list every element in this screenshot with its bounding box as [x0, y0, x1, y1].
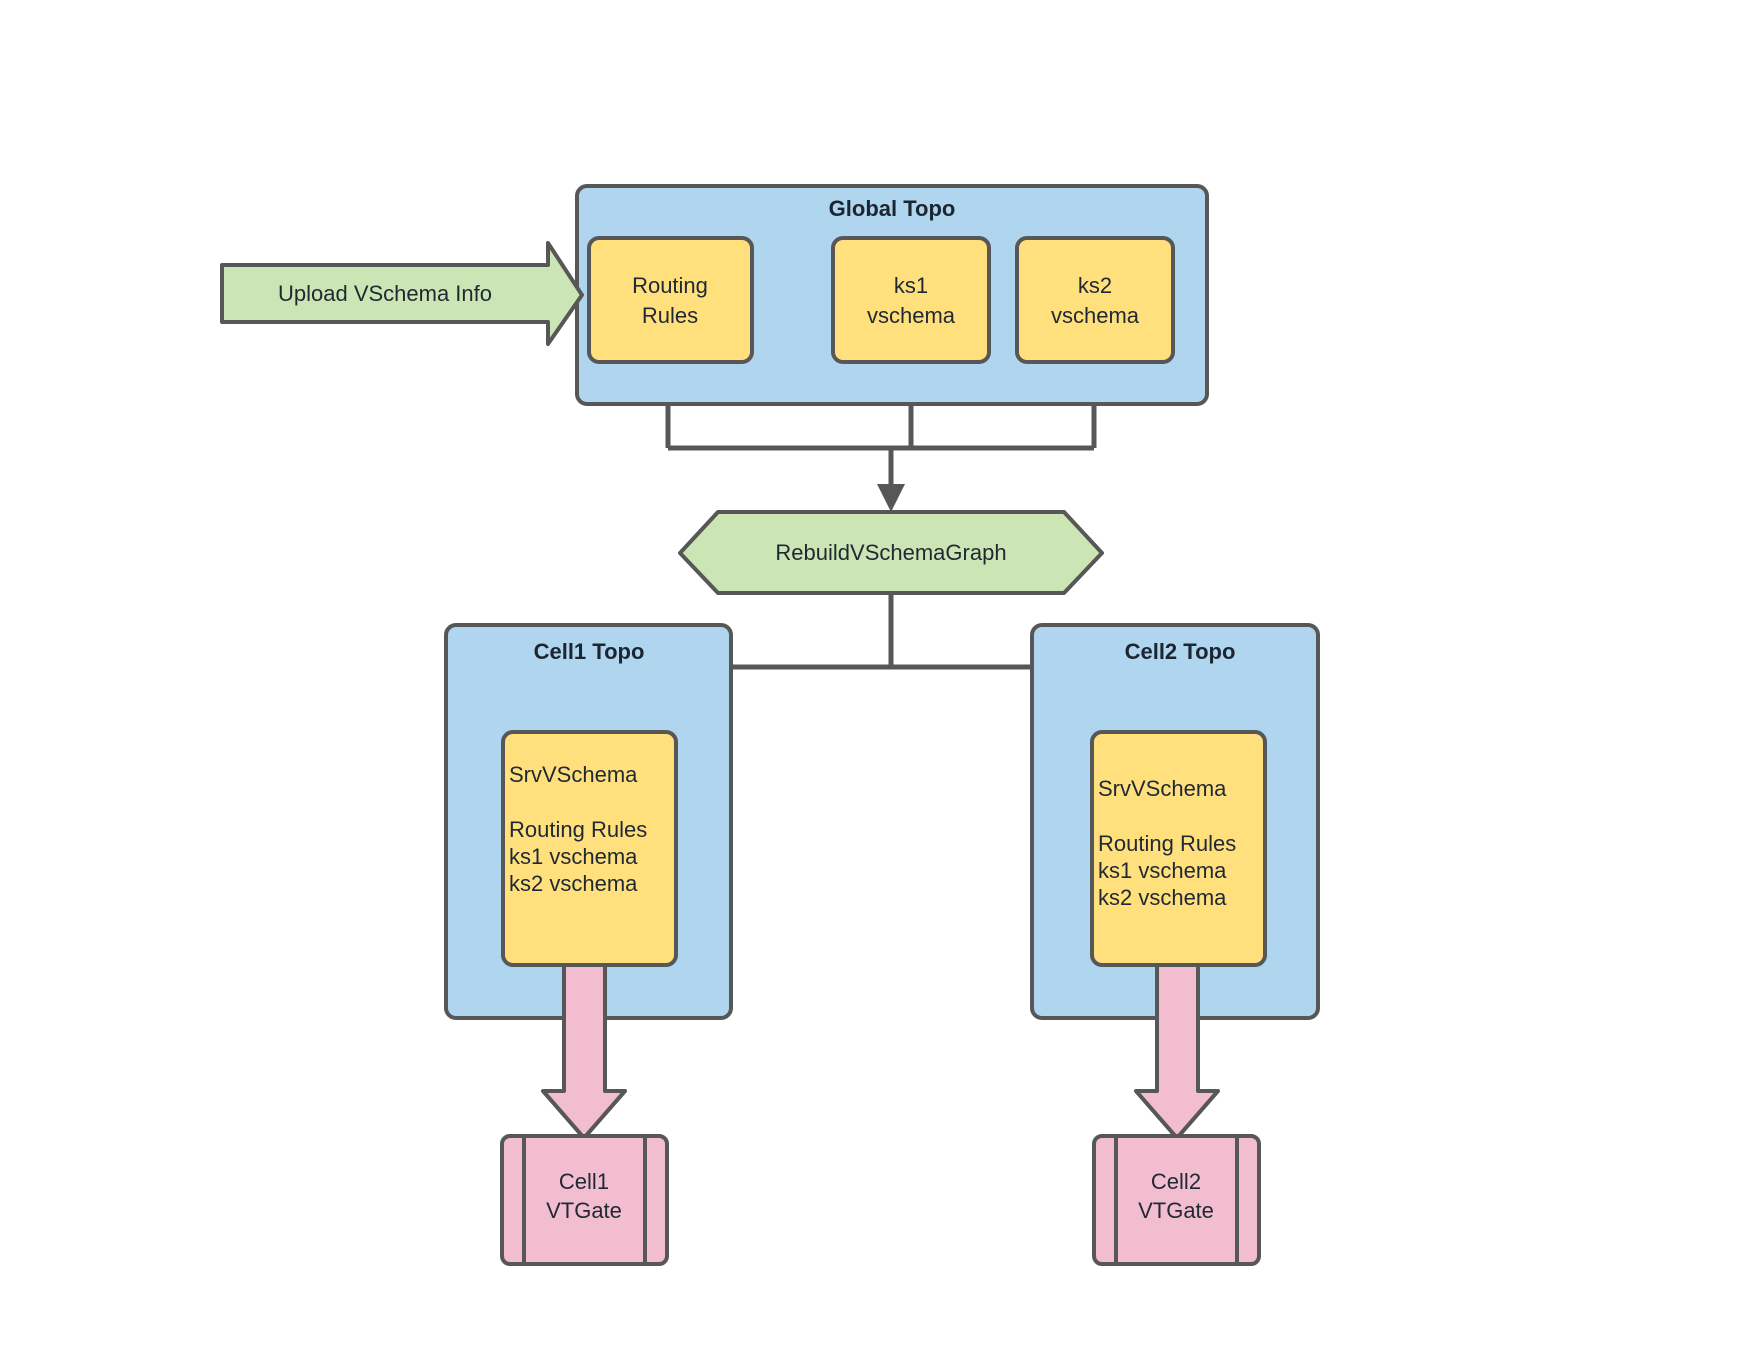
cell1-vtgate-node[interactable]: Cell1 VTGate: [500, 1134, 669, 1266]
rebuild-vschema-graph-label: RebuildVSchemaGraph: [775, 540, 1006, 565]
global-topo-title: Global Topo: [829, 196, 956, 221]
cell1-vtgate-line2: VTGate: [546, 1198, 622, 1223]
rebuild-vschema-graph-process[interactable]: [678, 510, 1104, 595]
cell1-topo-title: Cell1 Topo: [534, 639, 645, 664]
cell1-srv-to-vtgate-arrow: [541, 963, 627, 1140]
cell2-srv-to-vtgate-arrow: [1134, 963, 1220, 1140]
node-routing-rules-line2: Rules: [642, 303, 698, 328]
cell2-srvvschema-item-2: ks2 vschema: [1098, 885, 1227, 910]
node-ks1-vschema[interactable]: [831, 236, 991, 364]
node-ks2-vschema[interactable]: [1015, 236, 1175, 364]
upload-vschema-arrow[interactable]: [220, 241, 584, 346]
node-ks1-line1: ks1: [894, 273, 928, 298]
arrowhead-to-rebuild: [877, 484, 905, 512]
node-ks2-line1: ks2: [1078, 273, 1112, 298]
node-ks1-line2: vschema: [867, 303, 956, 328]
cell1-srvvschema-item-2: ks2 vschema: [509, 871, 638, 896]
cell1-srvvschema-heading: SrvVSchema: [509, 762, 638, 787]
cell2-vtgate-node[interactable]: Cell2 VTGate: [1092, 1134, 1261, 1266]
cell1-srvvschema-item-1: ks1 vschema: [509, 844, 638, 869]
cell2-vtgate-line2: VTGate: [1138, 1198, 1214, 1223]
cell1-srvvschema-item-0: Routing Rules: [509, 817, 647, 842]
node-routing-rules-line1: Routing: [632, 273, 708, 298]
upload-vschema-label: Upload VSchema Info: [278, 281, 492, 306]
cell1-vtgate-body: [500, 1134, 669, 1266]
cell2-srvvschema-item-0: Routing Rules: [1098, 831, 1236, 856]
cell2-srvvschema-heading: SrvVSchema: [1098, 776, 1227, 801]
cell2-vtgate-body: [1092, 1134, 1261, 1266]
cell2-srvvschema-item-1: ks1 vschema: [1098, 858, 1227, 883]
node-ks2-line2: vschema: [1051, 303, 1140, 328]
cell2-topo-title: Cell2 Topo: [1125, 639, 1236, 664]
cell1-vtgate-line1: Cell1: [559, 1169, 609, 1194]
node-routing-rules[interactable]: [587, 236, 754, 364]
cell2-vtgate-line1: Cell2: [1151, 1169, 1201, 1194]
